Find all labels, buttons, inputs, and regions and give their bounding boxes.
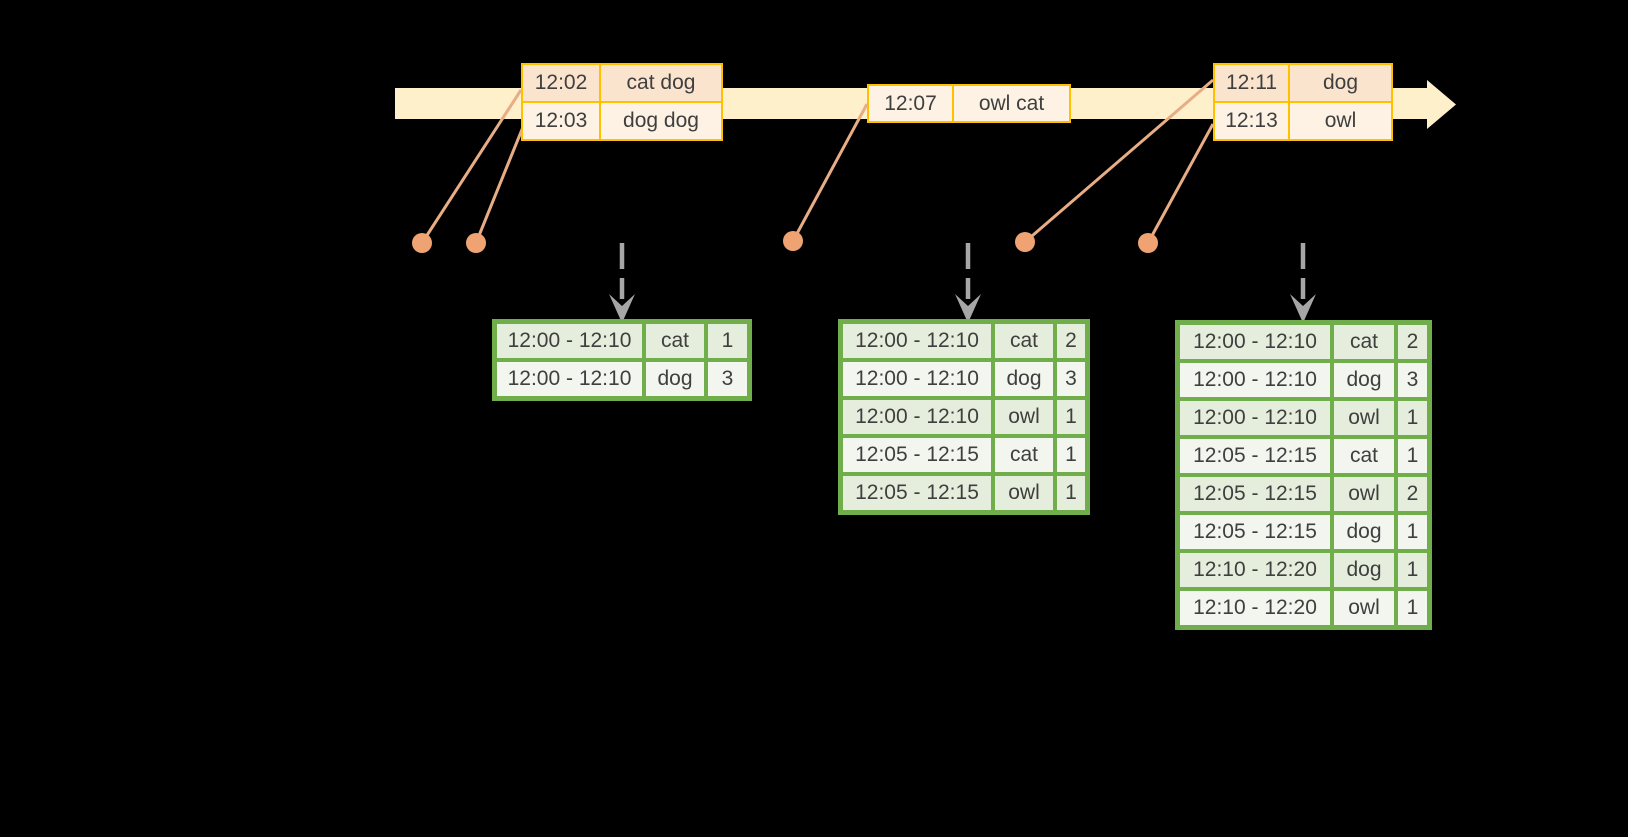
event-words-cell: owl cat [954,86,1069,121]
count-cell: 1 [1057,438,1085,472]
word-cell: dog [646,362,704,396]
event-time-cell: 12:13 [1215,103,1288,139]
count-cell: 1 [1057,400,1085,434]
word-cell: cat [995,438,1053,472]
trigger-arrow [1290,243,1316,323]
ingest-line [1146,123,1215,244]
count-cell: 1 [1398,515,1427,549]
event-words-cell: cat dog [601,65,721,101]
count-cell: 1 [1398,553,1427,587]
count-cell: 1 [1398,439,1427,473]
ingest-dot [1015,232,1035,252]
count-cell: 3 [708,362,747,396]
count-cell: 1 [1398,401,1427,435]
count-cell: 1 [1398,591,1427,625]
arrow-down-icon [955,294,981,323]
trigger-arrows [609,243,1316,323]
ingest-dot [783,231,803,251]
word-cell: dog [1334,553,1394,587]
window-cell: 12:00 - 12:10 [497,362,642,396]
event-time-cell: 12:03 [523,103,599,139]
ingest-dots [412,231,1158,253]
window-cell: 12:05 - 12:15 [1180,477,1330,511]
event-time-cell: 12:11 [1215,65,1288,101]
count-cell: 2 [1398,325,1427,359]
window-cell: 12:00 - 12:10 [497,324,642,358]
window-cell: 12:00 - 12:10 [1180,325,1330,359]
count-cell: 2 [1398,477,1427,511]
arrow-down-icon [1290,294,1316,323]
count-cell: 1 [708,324,747,358]
ingest-line [474,126,525,244]
word-cell: dog [995,362,1053,396]
arrow-down-icon [609,294,635,323]
timeline-arrowhead-icon [1427,80,1456,129]
ingest-line [791,103,869,242]
window-cell: 12:05 - 12:15 [843,438,991,472]
event-time-cell: 12:07 [869,86,952,121]
ingest-dot [1138,233,1158,253]
window-cell: 12:10 - 12:20 [1180,553,1330,587]
ingest-line [1024,78,1214,244]
ingest-dot [466,233,486,253]
count-cell: 2 [1057,324,1085,358]
count-cell: 1 [1057,476,1085,510]
word-cell: cat [646,324,704,358]
word-cell: cat [1334,325,1394,359]
ingest-lines [420,78,1215,244]
trigger-arrow [609,243,635,323]
window-cell: 12:10 - 12:20 [1180,591,1330,625]
window-cell: 12:00 - 12:10 [843,400,991,434]
ingest-line [420,89,523,244]
ingest-dot [412,233,432,253]
word-cell: owl [1334,477,1394,511]
window-cell: 12:05 - 12:15 [1180,439,1330,473]
window-cell: 12:00 - 12:10 [1180,363,1330,397]
event-words-cell: dog [1290,65,1391,101]
word-cell: dog [1334,515,1394,549]
window-cell: 12:00 - 12:10 [843,362,991,396]
word-cell: cat [1334,439,1394,473]
event-time-cell: 12:02 [523,65,599,101]
window-cell: 12:05 - 12:15 [1180,515,1330,549]
count-cell: 3 [1398,363,1427,397]
word-cell: owl [995,476,1053,510]
word-cell: owl [1334,591,1394,625]
word-cell: owl [995,400,1053,434]
word-cell: cat [995,324,1053,358]
window-cell: 12:00 - 12:10 [843,324,991,358]
word-cell: owl [1334,401,1394,435]
word-cell: dog [1334,363,1394,397]
count-cell: 3 [1057,362,1085,396]
window-cell: 12:05 - 12:15 [843,476,991,510]
trigger-arrow [955,243,981,323]
event-words-cell: owl [1290,103,1391,139]
event-words-cell: dog dog [601,103,721,139]
window-cell: 12:00 - 12:10 [1180,401,1330,435]
